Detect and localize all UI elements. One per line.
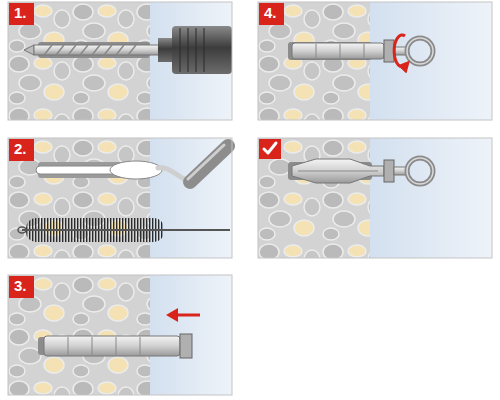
push-arrow bbox=[176, 314, 200, 317]
open-air bbox=[150, 2, 232, 120]
panel-frame bbox=[8, 275, 232, 395]
step-label: 2. bbox=[14, 140, 27, 158]
anchor-sleeve bbox=[44, 336, 180, 356]
step-label: 4. bbox=[264, 4, 277, 22]
check-mark bbox=[264, 143, 276, 153]
drill-bit bbox=[34, 45, 164, 55]
eye-ring bbox=[407, 158, 433, 184]
step-number: 1. bbox=[9, 3, 34, 25]
pump-nozzle bbox=[36, 166, 116, 174]
anchor-slit bbox=[298, 171, 378, 172]
expanded-anchor bbox=[292, 159, 384, 183]
masonry bbox=[258, 138, 370, 258]
anchor-nut bbox=[180, 334, 192, 358]
rotate-arrow bbox=[394, 35, 406, 67]
pump-bulb bbox=[110, 161, 162, 179]
brush-tip bbox=[18, 227, 26, 233]
step-label: 3. bbox=[14, 277, 27, 295]
pump-hose bbox=[158, 168, 186, 180]
drill-tip bbox=[24, 45, 34, 55]
step-label: 1. bbox=[14, 4, 27, 22]
sleeve-segments bbox=[68, 337, 140, 355]
anchor-nut bbox=[384, 160, 394, 182]
open-air bbox=[150, 275, 232, 395]
brush-wire bbox=[22, 229, 230, 231]
clean-panel bbox=[8, 138, 232, 258]
panel-frame bbox=[258, 138, 492, 258]
eye-ring-highlight bbox=[407, 38, 433, 64]
panel-frame bbox=[8, 138, 232, 258]
blow-pump bbox=[190, 146, 228, 182]
panel-frame bbox=[8, 2, 232, 120]
masonry bbox=[8, 275, 150, 395]
anchor-sleeve bbox=[292, 43, 384, 59]
masonry bbox=[8, 2, 150, 120]
step-number: 4. bbox=[259, 3, 284, 25]
step-number: 3. bbox=[9, 276, 34, 298]
open-air bbox=[370, 2, 492, 120]
drill-flutes bbox=[44, 45, 136, 55]
drill-panel bbox=[8, 2, 232, 120]
sleeve-segments bbox=[316, 44, 364, 58]
open-air bbox=[370, 138, 492, 258]
eye-ring-highlight bbox=[407, 158, 433, 184]
chuck-nose bbox=[158, 38, 174, 62]
chuck-knurl bbox=[180, 28, 204, 72]
check-badge bbox=[259, 139, 281, 159]
push-arrowhead bbox=[166, 308, 178, 322]
anchor-nut bbox=[384, 40, 394, 62]
open-air bbox=[150, 138, 232, 258]
eye-ring bbox=[407, 38, 433, 64]
insert-panel bbox=[8, 275, 232, 395]
step-number: 2. bbox=[9, 139, 34, 161]
panel-frame bbox=[258, 2, 492, 120]
masonry bbox=[258, 2, 370, 120]
drill-chuck bbox=[172, 26, 232, 74]
done-panel bbox=[258, 138, 492, 258]
tighten-panel bbox=[258, 2, 492, 120]
pump-highlight bbox=[188, 145, 224, 179]
